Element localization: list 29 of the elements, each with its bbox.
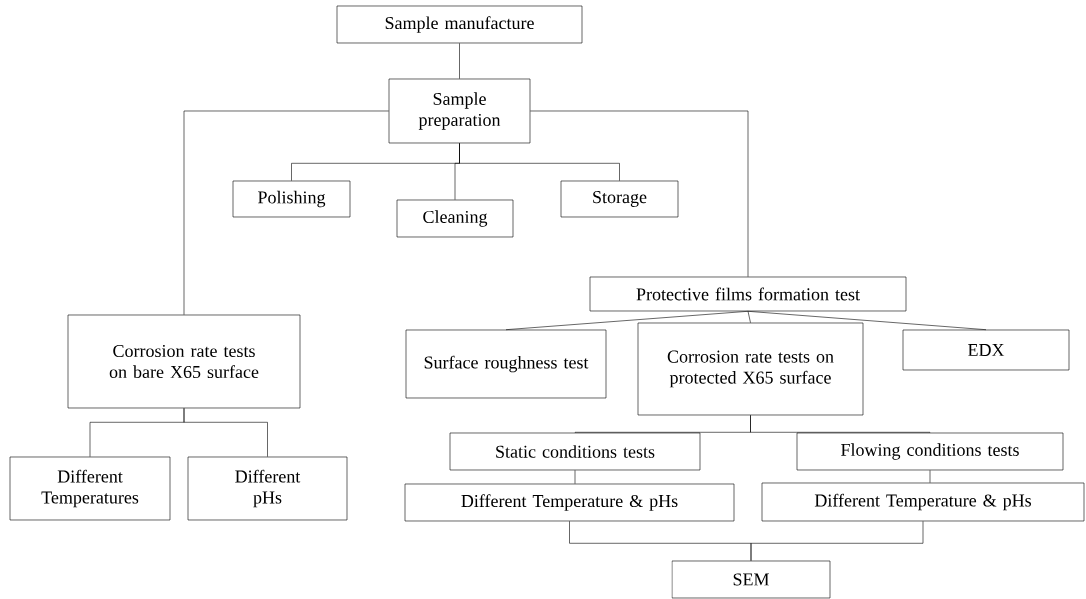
connector-line: [459, 143, 620, 181]
connector-line: [459, 43, 460, 79]
connector-line: [750, 521, 924, 561]
process-box: Flowing conditions tests: [796, 432, 1064, 471]
connector-line: [183, 408, 268, 457]
process-box: Polishing: [232, 180, 351, 218]
process-box: Corrosion rate tests on protected X65 surface: [637, 322, 864, 416]
process-box: Different pHs: [187, 456, 348, 521]
connector-line: [747, 311, 751, 323]
process-box: Sample preparation: [388, 78, 531, 144]
process-box: Different Temperature & pHs: [404, 483, 735, 522]
process-box: EDX: [902, 329, 1070, 371]
connector-line: [530, 110, 749, 277]
connector-line: [574, 470, 576, 484]
connector-line: [929, 470, 931, 483]
connector-line: [747, 311, 987, 330]
process-box: Static conditions tests: [449, 432, 701, 471]
process-box: Corrosion rate tests on bare X65 surface: [67, 314, 301, 409]
process-box: Sample manufacture: [336, 5, 583, 44]
connector-line: [183, 110, 389, 315]
process-box: SEM: [671, 560, 831, 599]
connector-line: [750, 415, 931, 433]
process-box: Storage: [560, 180, 679, 218]
process-box: Cleaning: [396, 199, 514, 238]
process-box: Different Temperature & pHs: [761, 482, 1085, 522]
process-box: Surface roughness test: [405, 329, 607, 399]
connector-line: [505, 311, 749, 330]
process-box: Different Temperatures: [9, 456, 171, 521]
process-box: Protective films formation test: [589, 276, 907, 312]
